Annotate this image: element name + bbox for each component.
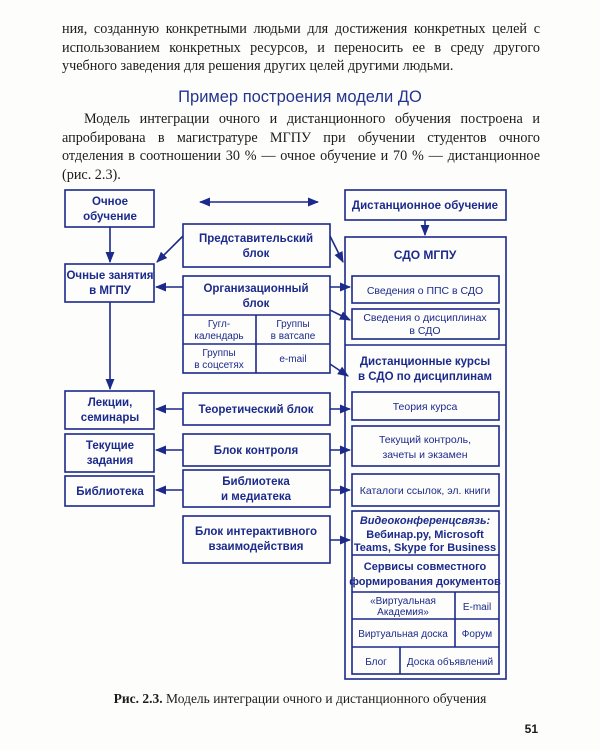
social-line2: в соцсетях xyxy=(194,360,244,371)
interactive-line1: Блок интерактивного xyxy=(195,526,317,538)
pps-label: Сведения о ППС в СДО xyxy=(367,285,483,297)
tasks-line2: задания xyxy=(87,455,133,467)
virtual-academy-line1: «Виртуальная xyxy=(370,596,436,607)
lectures-line1: Лекции, xyxy=(88,397,133,409)
tasks-line1: Текущие xyxy=(86,440,134,452)
pps-box xyxy=(351,275,500,304)
interactive-box xyxy=(182,515,331,564)
email-cell: e-mail xyxy=(279,354,306,365)
intro-paragraph: ния, созданную конкретными людьми для до… xyxy=(62,21,540,74)
courses-line1: Дистанционные курсы xyxy=(360,356,491,368)
disciplines-box xyxy=(351,308,500,340)
calendar-line2: календарь xyxy=(194,331,243,342)
library-media-line2: и медиатека xyxy=(221,491,292,503)
email-label: E-mail xyxy=(463,602,491,613)
sdo-outer-box xyxy=(344,236,507,680)
caption-text: Модель интеграции очного и дистанционног… xyxy=(166,691,487,706)
control-label: Блок контроля xyxy=(214,445,298,457)
blog-label: Блог xyxy=(365,657,387,668)
videoconf-title: Видеоконференцсвязь: xyxy=(360,515,491,527)
whatsapp-line2: в ватсапе xyxy=(271,331,316,342)
organizational-line2: блок xyxy=(243,298,270,310)
whiteboard-label: Виртуальная доска xyxy=(358,629,448,640)
board-label: Доска объявлений xyxy=(407,656,493,668)
theoretical-label: Теоретический блок xyxy=(199,404,314,416)
page-number: 51 xyxy=(524,722,538,736)
classes-line1: Очные занятия xyxy=(66,270,153,282)
library-media-line1: Библиотека xyxy=(222,476,290,488)
figure-caption: Рис. 2.3. Модель интеграции очного и дис… xyxy=(0,691,600,707)
theory-label: Теория курса xyxy=(393,401,458,413)
videoconf-line2: Teams, Skype for Business xyxy=(354,542,496,554)
videoconf-line1: Вебинар.ру, Microsoft xyxy=(366,529,484,541)
library-box xyxy=(64,475,155,507)
whatsapp-line1: Группы xyxy=(276,319,309,330)
representative-line2: блок xyxy=(243,248,270,260)
tasks-box xyxy=(64,433,155,473)
library-label: Библиотека xyxy=(76,486,144,498)
lectures-box xyxy=(64,390,155,430)
current-control-box xyxy=(351,425,500,467)
disciplines-line2: в СДО xyxy=(409,325,440,337)
organizational-line1: Организационный xyxy=(203,283,308,295)
section-heading: Пример построения модели ДО xyxy=(178,88,422,106)
interactive-line2: взаимодействия xyxy=(209,541,304,553)
caption-label: Рис. 2.3. xyxy=(113,691,163,706)
catalogs-label: Каталоги ссылок, эл. книги xyxy=(360,485,491,497)
virtual-academy-line2: Академия» xyxy=(377,607,429,618)
courses-line2: в СДО по дисциплинам xyxy=(358,371,492,383)
forum-label: Форум xyxy=(462,629,493,640)
social-line1: Группы xyxy=(202,348,235,359)
theory-box xyxy=(351,391,500,421)
catalogs-box xyxy=(351,473,500,507)
calendar-line1: Гугл- xyxy=(208,319,230,330)
sdo-label: СДО МГПУ xyxy=(394,248,457,262)
collab-line2: формирования документов xyxy=(349,576,501,588)
classes-line2: в МГПУ xyxy=(89,285,132,297)
representative-line1: Представительский xyxy=(199,233,313,245)
distance-label: Дистанционное обучение xyxy=(352,200,498,212)
fulltime-line2: обучение xyxy=(83,211,137,223)
collab-line1: Сервисы совместного xyxy=(364,561,487,573)
current-control-line2: зачеты и экзамен xyxy=(382,449,467,461)
lectures-line2: семинары xyxy=(81,412,140,424)
library-media-box xyxy=(182,469,331,508)
fulltime-line1: Очное xyxy=(92,196,128,208)
body-paragraph: Модель интеграции очного и дистанционног… xyxy=(62,111,540,183)
representative-box xyxy=(182,223,331,268)
disciplines-line1: Сведения о дисциплинах xyxy=(363,312,487,324)
current-control-line1: Текущий контроль, xyxy=(379,434,471,446)
